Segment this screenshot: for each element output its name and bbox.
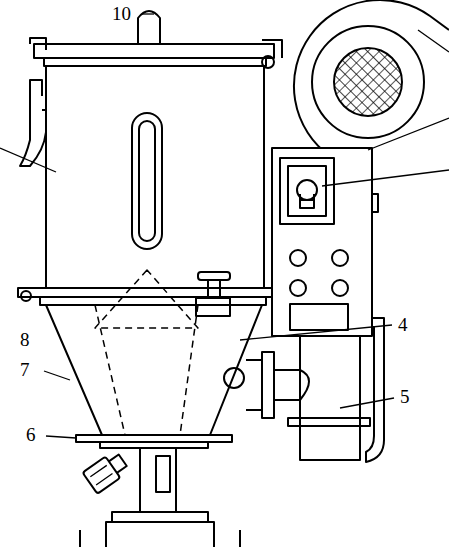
vent-pipe	[138, 11, 160, 44]
hopper-cone	[46, 270, 262, 435]
adjust-knob	[196, 272, 230, 316]
hopper-lid	[30, 38, 282, 68]
callout-number: 4	[398, 315, 408, 334]
callout-number: 6	[26, 425, 36, 444]
callout-number: 8	[20, 330, 30, 349]
control-box	[272, 148, 378, 336]
callout-number: 10	[112, 4, 131, 23]
body-flange	[18, 288, 274, 305]
callout-number: 5	[400, 387, 410, 406]
air-inlet-flange	[224, 352, 300, 418]
outlet-flange	[76, 435, 240, 547]
leader-line	[0, 148, 56, 172]
latch-handle	[20, 80, 46, 166]
leader-line	[44, 14, 449, 438]
discharge-valve	[83, 450, 131, 494]
heater-duct	[288, 318, 384, 462]
callout-number: 7	[20, 360, 30, 379]
blower	[294, 0, 449, 156]
hopper-body	[46, 66, 264, 288]
